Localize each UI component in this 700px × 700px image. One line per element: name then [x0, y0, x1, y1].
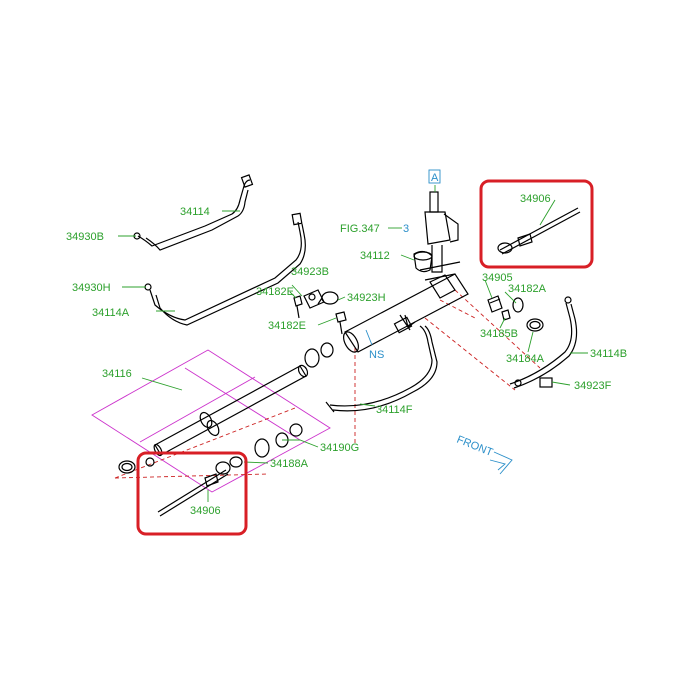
highlight-tie-rod-bottom [136, 451, 248, 536]
front-indicator: FRONT [455, 434, 513, 475]
label-34182e-bottom: 34182E [268, 320, 306, 332]
nut-34188a [229, 456, 243, 468]
boot-clamp-left [118, 457, 155, 474]
label-34116: 34116 [102, 368, 132, 380]
label-34905: 34905 [482, 272, 513, 284]
label-34190g: 34190G [320, 442, 359, 454]
clip-34185b [501, 309, 511, 321]
line-34114a [149, 212, 306, 326]
line-34114 [137, 174, 254, 251]
label-34188a: 34188A [270, 458, 309, 470]
bolt-34182e-top [293, 295, 303, 319]
label-34182a: 34182A [508, 283, 547, 295]
tie-rod-34906-top [497, 207, 581, 255]
label-34185b: 34185B [480, 328, 518, 340]
label-fig-347-dash: 3 [403, 223, 409, 235]
label-34923b: 34923B [291, 266, 329, 278]
tie-rod-34906-bottom [157, 461, 231, 517]
clamp-34923h [317, 291, 339, 305]
bearing-34182a [512, 297, 524, 313]
control-valve [419, 191, 461, 281]
label-ref-a: A [431, 172, 439, 184]
label-34114a: 34114A [92, 307, 130, 319]
highlight-tie-rod-top [479, 179, 594, 269]
label-front: FRONT [455, 434, 495, 459]
label-fig-347: FIG.347 [340, 223, 380, 235]
rack-group-outline [91, 349, 331, 493]
double-chevron-arrow-icon [489, 451, 513, 475]
label-34114b: 34114B [590, 348, 627, 360]
line-34114b [509, 296, 578, 389]
boot-34905 [487, 295, 503, 313]
ns-leader [365, 329, 373, 346]
label-34923f: 34923F [574, 380, 612, 392]
label-34184a: 34184A [506, 353, 545, 365]
label-34112: 34112 [360, 250, 390, 262]
rack-shaft-34116 [153, 364, 309, 457]
line-34114f [325, 325, 438, 413]
rack-housing [343, 273, 469, 353]
exploded-view-lines [114, 289, 541, 479]
bolt-34182e-bottom [335, 311, 347, 335]
label-34930b: 34930B [66, 231, 104, 243]
label-34930h: 34930H [72, 282, 111, 294]
part-labels: 34114 34930B 34930H 34114A 34923B 34182E… [66, 169, 627, 517]
label-34906-top: 34906 [520, 193, 551, 205]
label-34906-bottom: 34906 [190, 505, 221, 517]
ref-a-box [428, 169, 441, 184]
bracket-34923f [514, 377, 553, 388]
bushing-34112 [413, 250, 433, 273]
label-34114: 34114 [180, 206, 210, 218]
label-ns: NS [369, 349, 384, 361]
bushing-34190g [254, 423, 303, 458]
leader-lines [118, 185, 588, 502]
bushing-rack-upper [304, 342, 334, 368]
label-34114f: 34114F [376, 404, 413, 416]
label-34923h: 34923H [347, 292, 386, 304]
label-34182e-top: 34182E [256, 286, 294, 298]
seal-34184a [526, 318, 544, 332]
